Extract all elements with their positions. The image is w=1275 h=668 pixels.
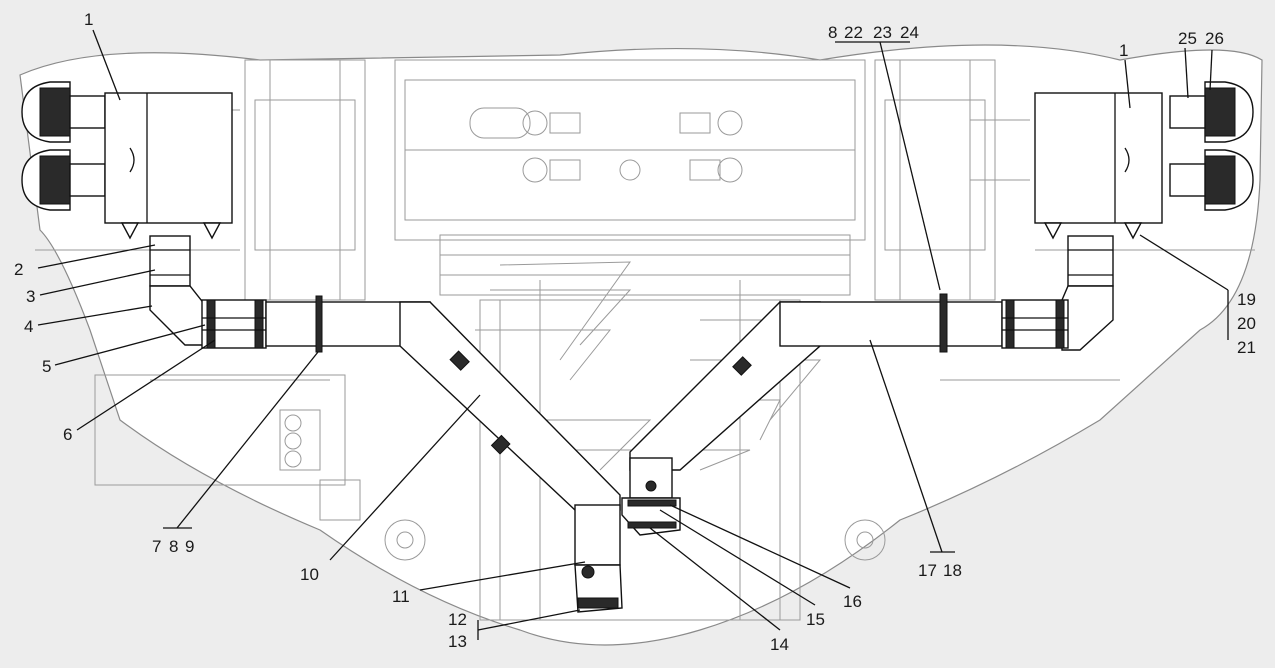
callout-3: 3 — [26, 287, 35, 306]
leader-lines — [37, 29, 1229, 640]
callout-labels: 1 1 2 3 4 5 6 7 8 9 10 11 12 13 14 15 16… — [14, 10, 1256, 654]
left-outlet-hose — [149, 235, 191, 287]
callout-12: 12 — [448, 610, 467, 629]
callout-13: 13 — [448, 632, 467, 651]
background-frame — [30, 59, 1255, 621]
left-air-cleaner — [21, 81, 233, 346]
callout-21: 21 — [1237, 338, 1256, 357]
callout-10: 10 — [300, 565, 319, 584]
right-filter-housing — [1034, 92, 1163, 224]
right-air-cleaner — [1034, 81, 1254, 351]
callout-17: 17 — [918, 561, 937, 580]
callout-19: 19 — [1237, 290, 1256, 309]
right-downpipe — [629, 457, 673, 499]
callout-26: 26 — [1205, 29, 1224, 48]
callout-16: 16 — [843, 592, 862, 611]
callout-25: 25 — [1178, 29, 1197, 48]
callout-2: 2 — [14, 260, 23, 279]
callout-5: 5 — [42, 357, 51, 376]
callout-18: 18 — [943, 561, 962, 580]
callout-11: 11 — [392, 587, 410, 606]
callout-1-left: 1 — [84, 10, 93, 29]
callout-22: 22 — [844, 23, 863, 42]
callout-8-right: 8 — [828, 23, 837, 42]
callout-6: 6 — [63, 425, 72, 444]
left-filter-housing — [104, 92, 233, 224]
callout-15: 15 — [806, 610, 825, 629]
callout-24: 24 — [900, 23, 919, 42]
right-outlet-hose — [1067, 235, 1114, 287]
callout-1-right: 1 — [1119, 41, 1128, 60]
callout-7: 7 — [152, 537, 161, 556]
callout-8-left: 8 — [169, 537, 178, 556]
right-pipe — [779, 301, 1003, 347]
callout-4: 4 — [24, 317, 33, 336]
callout-23: 23 — [873, 23, 892, 42]
callout-20: 20 — [1237, 314, 1256, 333]
callout-14: 14 — [770, 635, 789, 654]
chassis-outline — [19, 44, 1263, 646]
intake-piping — [201, 293, 1069, 613]
left-downpipe — [574, 504, 621, 566]
callout-9: 9 — [185, 537, 194, 556]
